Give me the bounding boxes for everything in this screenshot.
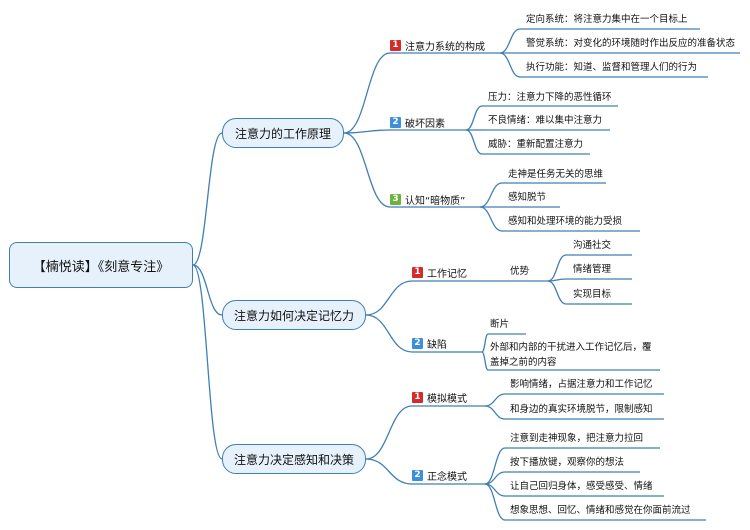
sub-label: 模拟模式 [427,393,467,405]
sub-label: 缺陷 [427,339,447,351]
number-badge: 3 [390,193,401,205]
branch-attention-memory[interactable]: 注意力如何决定记忆力 [222,300,366,330]
leaf-achieve-goals[interactable]: 实现目标 [573,289,612,300]
sub-label: 工作记忆 [427,268,467,280]
leaf-press-play[interactable]: 按下播放键，观察你的想法 [510,457,625,468]
sub-destructive-factors[interactable]: 2 破坏因素 [390,115,445,130]
number-badge: 2 [412,337,423,349]
root-title: 【楠悦读】《刻意专注》 [32,259,170,275]
connector-sub-leaf [499,28,521,54]
sub-label: 正念模式 [427,471,467,483]
connector-branch-sub [343,52,391,134]
connector-sub-leaf [481,351,489,371]
root-node[interactable]: 【楠悦读】《刻意专注》 [9,242,193,288]
number-badge: 1 [390,39,401,51]
branch-label: 注意力的工作原理 [234,126,331,141]
leaf-notice-wandering[interactable]: 注意到走神现象，把注意力拉回 [510,433,644,444]
connector-sub-leaf [484,483,506,521]
leaf-interference[interactable]: 外部和内部的干扰进入工作记忆后，覆盖掉之前的内容 [490,342,652,368]
mid-advantages[interactable]: 优势 [510,266,530,277]
sub-label: 认知“暗物质” [405,195,466,207]
leaf-stress[interactable]: 压力：注意力下降的恶性循环 [488,92,612,103]
sub-mindfulness-mode[interactable]: 2 正念模式 [412,468,467,483]
number-badge: 1 [412,391,423,403]
leaf-affects-emotion[interactable]: 影响情绪，占据注意力和工作记忆 [510,379,653,390]
branch-attention-perception[interactable]: 注意力决定感知和决策 [222,444,366,474]
branch-attention-mechanism[interactable]: 注意力的工作原理 [222,118,344,148]
branch-label: 注意力决定感知和决策 [233,452,354,467]
sub-label: 注意力系统的构成 [405,41,485,53]
sub-simulation-mode[interactable]: 1 模拟模式 [412,390,467,405]
connector-root-branch [192,264,223,316]
connector-sub-leaf [481,333,489,353]
leaf-mind-wandering[interactable]: 走神是任务无关的思维 [508,169,604,180]
leaf-emotion-management[interactable]: 情绪管理 [573,264,612,275]
connector-sub-leaf [547,280,567,305]
leaf-imagine-thoughts[interactable]: 想象思想、回忆、情绪和感觉在你面前流过 [510,505,691,516]
sub-attention-system[interactable]: 1 注意力系统的构成 [390,38,485,53]
number-badge: 2 [390,116,401,128]
leaf-alerting-system[interactable]: 警觉系统：对变化的环境随时作出反应的准备状态 [526,38,736,49]
leaf-orienting-system[interactable]: 定向系统：将注意力集中在一个目标上 [526,14,688,25]
connector-root-branch [192,264,223,460]
connector-branch-sub [365,314,413,353]
connector-sub-leaf [484,447,506,485]
leaf-impaired-perception[interactable]: 感知和处理环境的能力受损 [508,216,623,227]
connector-branch-sub [365,280,413,316]
sub-label: 破坏因素 [405,118,445,130]
connector-sub-leaf [484,405,506,420]
sub-working-memory[interactable]: 1 工作记忆 [412,265,467,280]
leaf-disconnect-environment[interactable]: 和身边的真实环境脱节，限制感知 [510,404,653,415]
leaf-perceptual-decoupling[interactable]: 感知脱节 [508,192,547,203]
connector-branch-sub [365,458,413,485]
leaf-bad-emotion[interactable]: 不良情绪：难以集中注意力 [488,115,603,126]
connector-sub-leaf [479,182,503,208]
branch-label: 注意力如何决定记忆力 [233,308,354,323]
connector-root-branch [192,132,223,266]
connector-branch-sub [343,132,391,208]
connector-branch-sub [365,405,413,460]
leaf-threat[interactable]: 威胁：重新配置注意力 [488,139,584,150]
connector-sub-leaf [547,254,567,282]
connector-sub-leaf [465,129,483,155]
sub-defects[interactable]: 2 缺陷 [412,336,447,351]
leaf-blackout[interactable]: 断片 [490,319,510,330]
leaf-executive-function[interactable]: 执行功能：知道、监督和管理人们的行为 [526,62,698,73]
sub-cognitive-dark-matter[interactable]: 3 认知“暗物质” [390,192,466,207]
connector-sub-leaf [499,52,521,78]
connector-sub-leaf [484,393,506,407]
number-badge: 1 [412,266,423,278]
leaf-communication[interactable]: 沟通社交 [573,240,612,251]
connector-sub-leaf [465,105,483,131]
connector-branch-sub [343,129,391,134]
number-badge: 2 [412,469,423,481]
connector-sub-leaf [479,206,503,232]
leaf-return-body[interactable]: 让自己回归身体，感受感受、情绪 [510,481,653,492]
